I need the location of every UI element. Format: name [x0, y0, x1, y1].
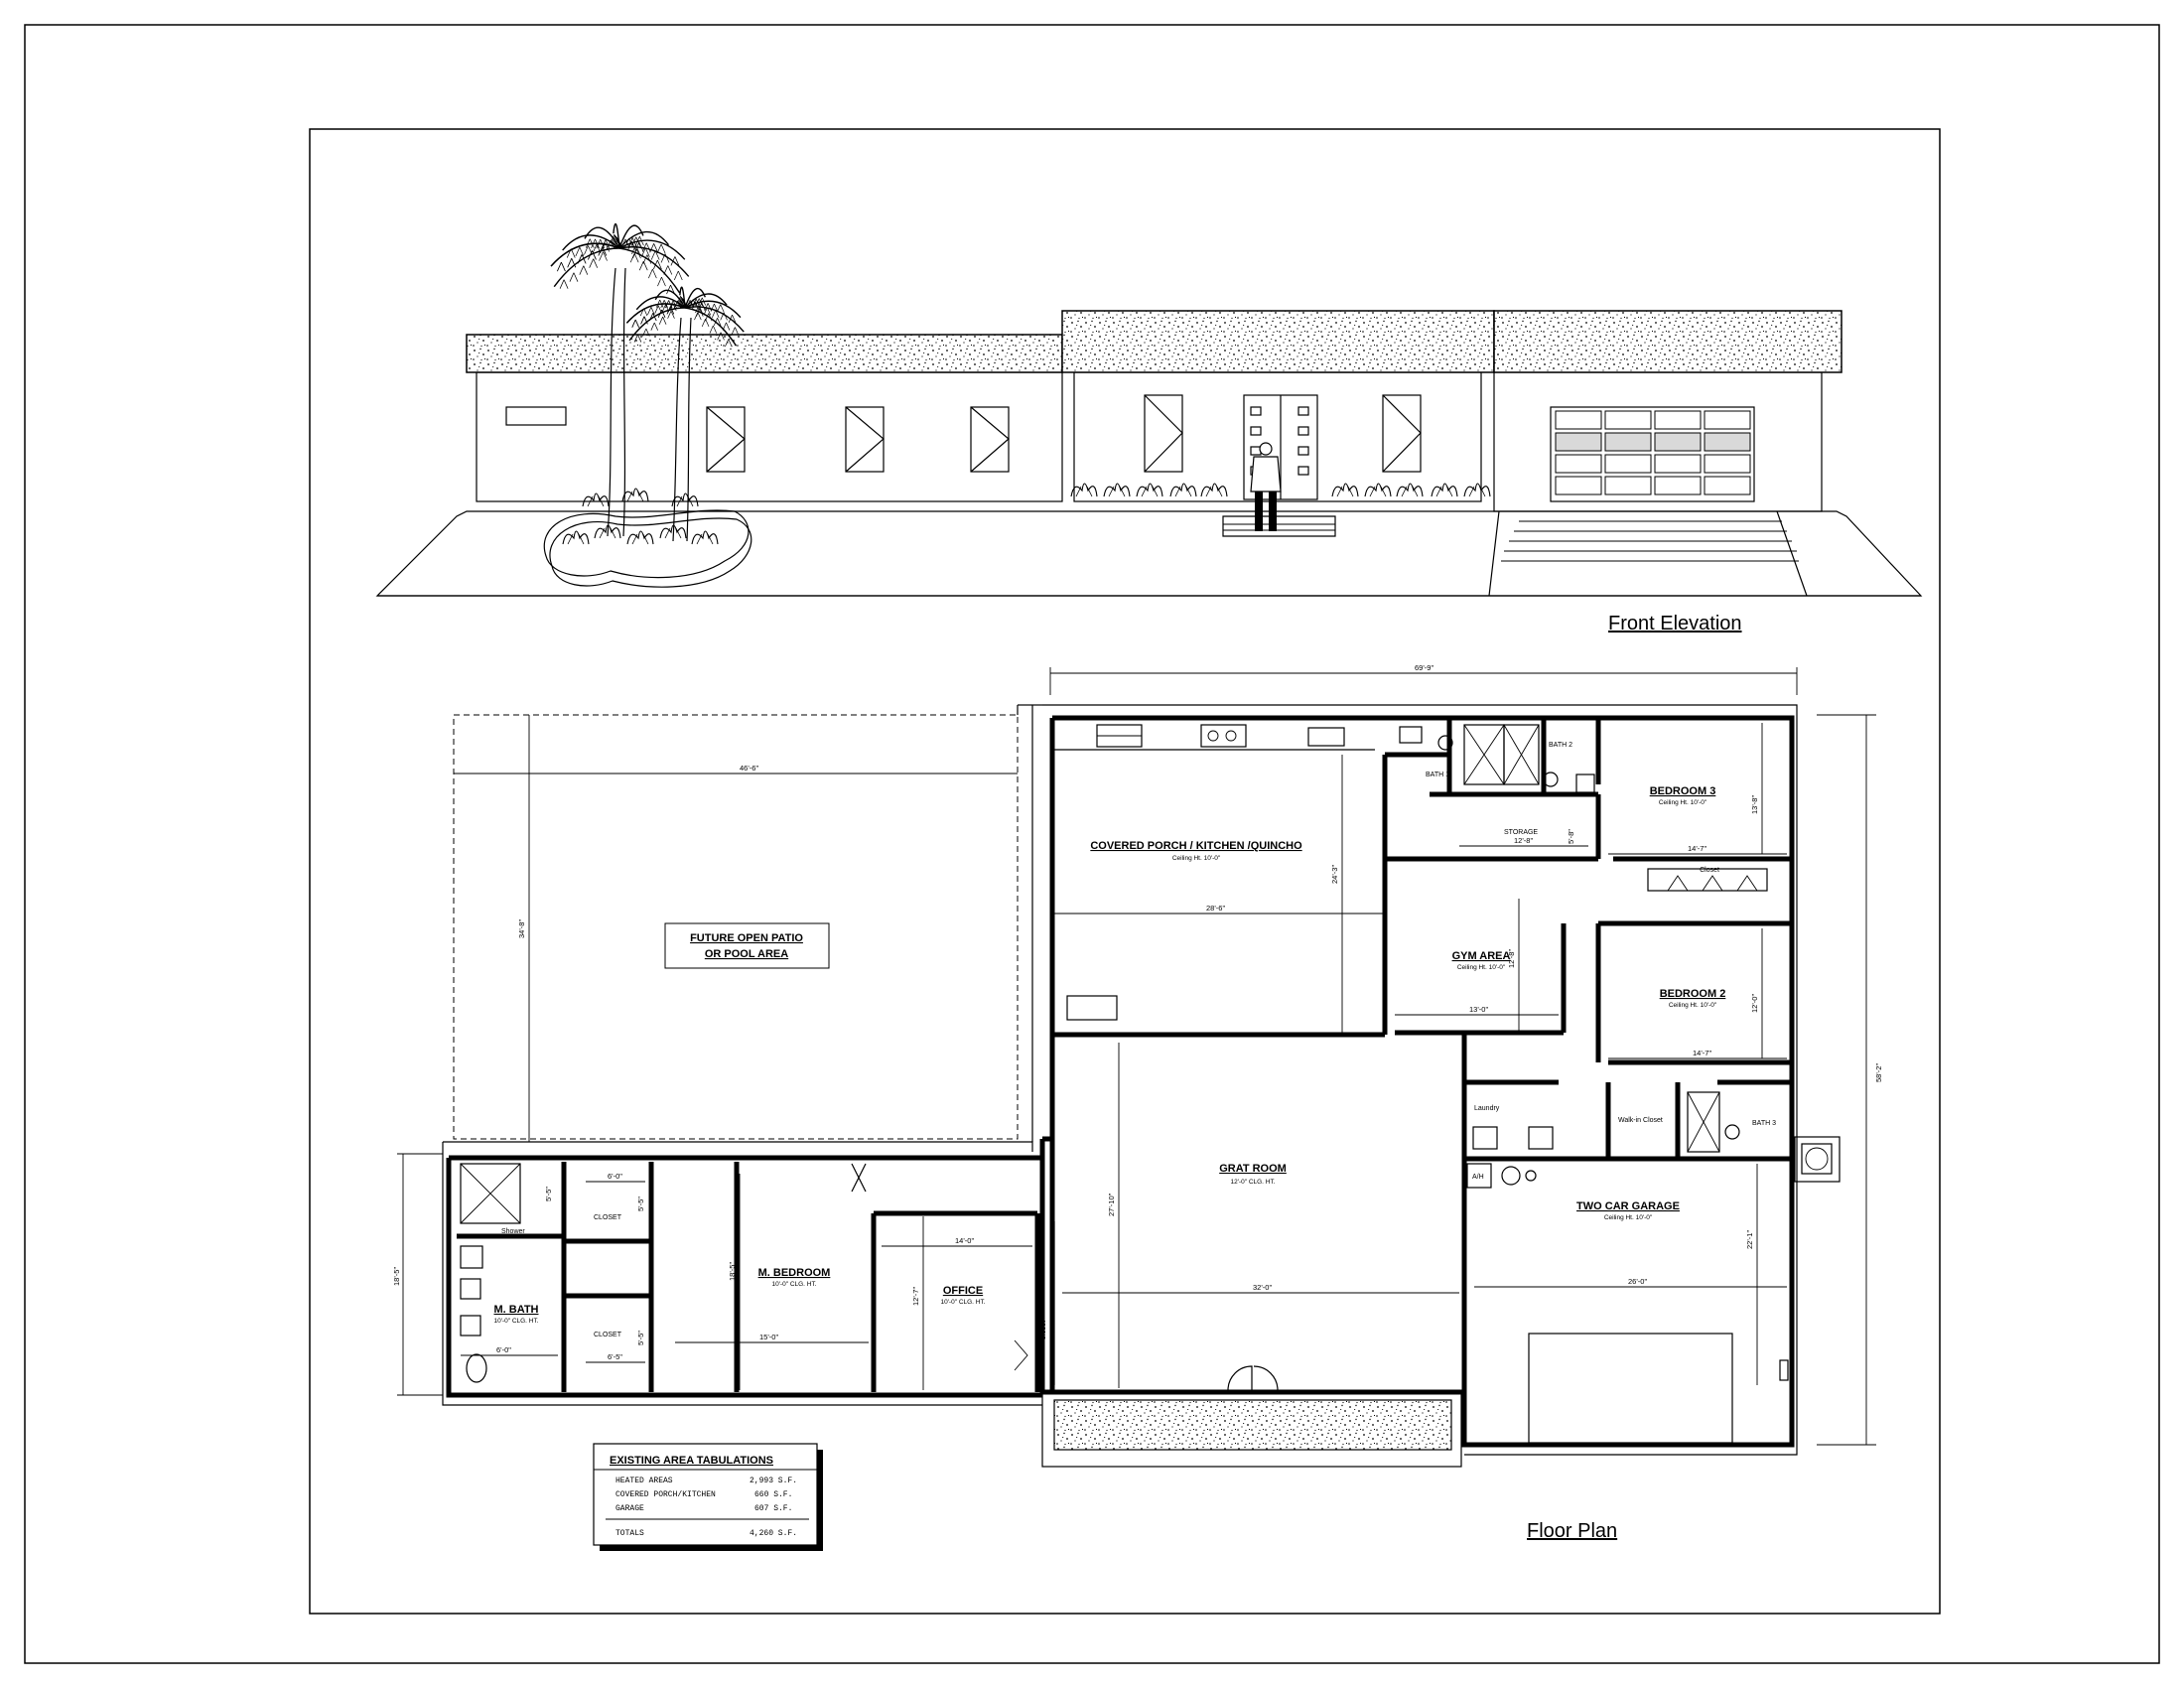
dim-storage-width: 12'-8" — [1514, 836, 1533, 845]
floor-plan-title: Floor Plan — [1527, 1520, 1617, 1542]
roof-center — [1061, 310, 1495, 373]
dim-bed3-depth: 13'-8" — [1750, 795, 1759, 814]
dim-closet1-depth: 5'-5" — [636, 1196, 645, 1211]
m-bedroom-label: M. BEDROOM — [758, 1267, 831, 1279]
dim-closet2-width: 6'-5" — [608, 1352, 622, 1361]
closet-upper-label: CLOSET — [594, 1214, 622, 1221]
bath3-label: BATH 3 — [1752, 1120, 1776, 1127]
tab-row-heated-label: HEATED AREAS — [615, 1477, 673, 1485]
bedroom3-ceiling: Ceiling Ht. 10'-0" — [1659, 799, 1707, 806]
dim-bed2-depth: 12'-0" — [1750, 994, 1759, 1013]
dim-bed2-width: 14'-7" — [1693, 1049, 1711, 1057]
inner-border — [309, 128, 1941, 1615]
covered-porch-ceiling: Ceiling Ht. 10'-0" — [1172, 855, 1221, 862]
dim-closet1-width: 6'-0" — [608, 1172, 622, 1181]
dim-wing-depth: 18'-5" — [392, 1267, 401, 1286]
closet-side-label: Closet — [1040, 1321, 1047, 1340]
dim-mbed-width: 15'-0" — [759, 1333, 778, 1341]
front-planter — [1053, 1399, 1452, 1451]
storage-label: STORAGE — [1504, 829, 1538, 836]
patio-label-line2: OR POOL AREA — [705, 948, 788, 960]
dim-overall-width: 69'-9" — [1415, 663, 1433, 672]
bedroom2-label: BEDROOM 2 — [1660, 988, 1726, 1000]
tab-row-heated-value: 2,993 S.F. — [750, 1477, 797, 1485]
roof-left — [466, 334, 1063, 373]
outer-border — [24, 24, 2160, 1664]
dim-garage-depth: 22'-1" — [1745, 1230, 1754, 1249]
closet-lower-label: CLOSET — [594, 1332, 622, 1338]
gym-area-label: GYM AREA — [1452, 950, 1511, 962]
dim-patio-width: 46'-6" — [740, 764, 758, 773]
dim-great-width: 32'-0" — [1253, 1283, 1272, 1292]
great-room-ceiling: 12'-0" CLG. HT. — [1230, 1179, 1275, 1186]
dim-gym-width: 13'-0" — [1469, 1005, 1488, 1014]
floor-plan: FUTURE OPEN PATIO OR POOL AREA 46'-6" 34… — [392, 663, 1883, 1551]
tab-total-value: 4,260 S.F. — [750, 1529, 797, 1538]
dim-storage-depth: 5'-8" — [1567, 829, 1575, 844]
dim-gym-depth: 12'-8" — [1507, 949, 1516, 968]
ah-label: A/H — [1472, 1174, 1484, 1181]
garage-ceiling: Ceiling Ht. 10'-0" — [1604, 1214, 1653, 1221]
front-elevation-title: Front Elevation — [1608, 613, 1742, 634]
dim-garage-width: 26'-0" — [1628, 1277, 1647, 1286]
area-tabulation-table: EXISTING AREA TABULATIONS HEATED AREAS 2… — [593, 1443, 823, 1551]
dim-porch-width: 28'-6" — [1206, 904, 1225, 913]
shrub-row — [562, 483, 1491, 545]
bath2-label: BATH 2 — [1549, 742, 1572, 749]
bedroom2-ceiling: Ceiling Ht. 10'-0" — [1669, 1002, 1717, 1009]
tabulation-title: EXISTING AREA TABULATIONS — [610, 1455, 773, 1467]
m-bedroom-ceiling: 10'-0" CLG. HT. — [771, 1281, 816, 1288]
bedroom3-closet-label: Closet — [1700, 867, 1719, 874]
tab-total-label: TOTALS — [615, 1529, 644, 1538]
dim-patio-depth: 34'-8" — [517, 919, 526, 938]
dim-office-depth: 12'-7" — [911, 1287, 920, 1306]
dim-mbath-width: 6'-0" — [496, 1345, 511, 1354]
bedroom3-label: BEDROOM 3 — [1650, 785, 1716, 797]
palm-tree-2 — [625, 286, 745, 542]
tab-row-garage-label: GARAGE — [615, 1504, 644, 1513]
garage-door — [1550, 406, 1755, 502]
dim-great-depth: 27'-10" — [1107, 1193, 1116, 1216]
roof-right — [1493, 310, 1843, 373]
dim-office-width: 14'-0" — [955, 1236, 974, 1245]
dim-closet2-depth: 5'-5" — [636, 1331, 645, 1345]
dim-mbed-depth: 18'-5" — [728, 1262, 737, 1281]
shower-label: Shower — [501, 1228, 525, 1235]
office-label: OFFICE — [943, 1285, 983, 1297]
front-elevation: Front Elevation — [375, 222, 1923, 634]
m-bath-ceiling: 10'-0" CLG. HT. — [493, 1318, 538, 1325]
tab-row-porch-value: 660 S.F. — [754, 1490, 792, 1499]
bath1-label: BATH 1 — [1426, 772, 1449, 778]
dim-overall-depth: 58'-2" — [1874, 1063, 1883, 1082]
dim-bed3-width: 14'-7" — [1688, 844, 1706, 853]
great-room-label: GRAT ROOM — [1219, 1163, 1287, 1175]
person-figure — [1250, 442, 1282, 531]
walkin-closet-label: Walk-in Closet — [1618, 1117, 1663, 1124]
covered-porch-label: COVERED PORCH / KITCHEN /QUINCHO — [1090, 840, 1302, 852]
planter-island — [543, 509, 752, 588]
dim-shower-depth: 5'-5" — [544, 1187, 553, 1201]
patio-label-line1: FUTURE OPEN PATIO — [690, 932, 803, 944]
palm-tree-1 — [550, 222, 690, 537]
tab-row-porch-label: COVERED PORCH/KITCHEN — [615, 1490, 716, 1499]
future-patio-outline — [453, 714, 1019, 1140]
office-ceiling: 10'-0" CLG. HT. — [940, 1299, 985, 1306]
dim-porch-depth: 24'-3" — [1330, 865, 1339, 884]
laundry-label: Laundry — [1474, 1105, 1500, 1112]
garage-label: TWO CAR GARAGE — [1576, 1200, 1680, 1212]
m-bath-label: M. BATH — [493, 1304, 538, 1316]
tab-row-garage-value: 607 S.F. — [754, 1504, 792, 1513]
gym-area-ceiling: Ceiling Ht. 10'-0" — [1457, 964, 1506, 971]
